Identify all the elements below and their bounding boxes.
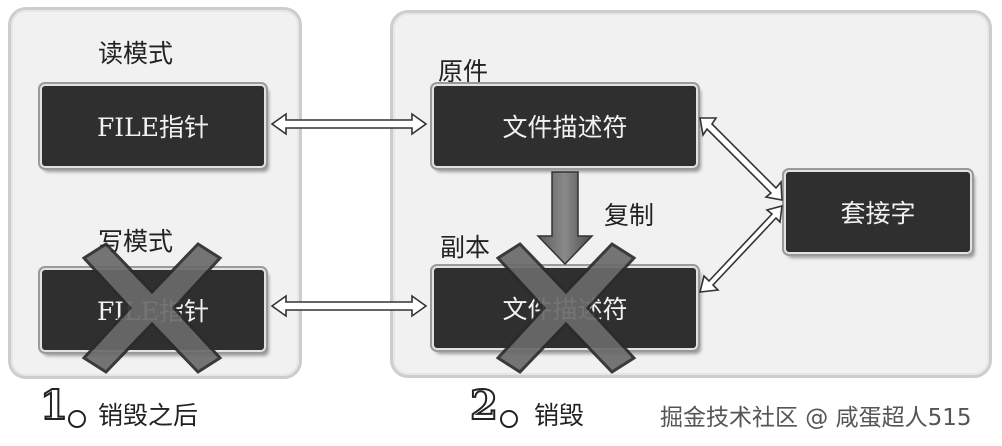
double-arrow-write-copy — [270, 294, 428, 318]
double-arrow-original-socket — [699, 117, 783, 201]
copy-action-label: 复制 — [604, 201, 655, 230]
read-file-pointer-box: FILE指针 — [38, 82, 268, 170]
copy-label: 副本 — [440, 233, 491, 262]
double-arrow-copy-socket — [698, 204, 783, 293]
original-fd-box: 文件描述符 — [430, 82, 700, 170]
destroyed-x-mark-left — [81, 242, 223, 374]
step2-dot — [500, 410, 518, 428]
step1-text: 销毁之后 — [98, 401, 199, 430]
read-mode-label: 读模式 — [98, 39, 174, 68]
step1-dot — [68, 410, 86, 428]
socket-box: 套接字 — [782, 168, 974, 256]
step2-number: 2 — [469, 382, 499, 429]
step2-text: 销毁 — [534, 401, 585, 430]
step1-number: 1 — [39, 382, 69, 429]
double-arrow-read-original — [270, 112, 428, 136]
destroyed-x-mark-right — [495, 242, 637, 374]
original-label: 原件 — [438, 57, 489, 86]
copy-fd-box: 文件描述符 — [430, 264, 700, 352]
watermark: 掘金技术社区 @ 咸蛋超人515 — [660, 405, 972, 431]
copy-down-arrow — [536, 171, 594, 266]
